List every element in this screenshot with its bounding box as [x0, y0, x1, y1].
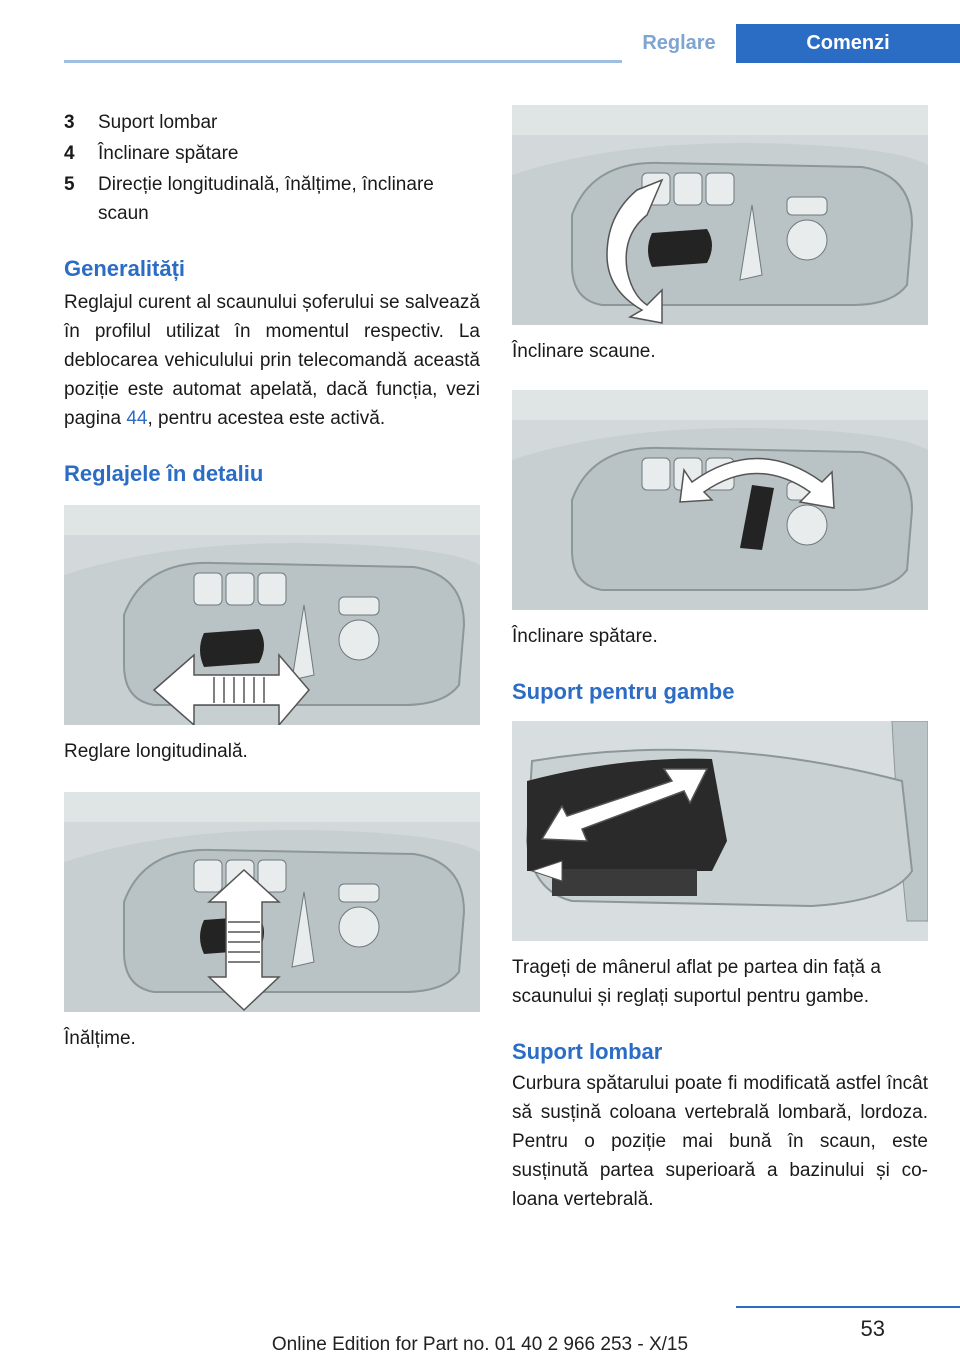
- figure-longitudinal-adjustment: [64, 505, 480, 725]
- paragraph-lombar: Curbura spătarului poate fi modificată a…: [512, 1073, 928, 1210]
- list-number: 3: [64, 112, 75, 133]
- list-text: Direcție longitudinală, înălțime, înclin…: [98, 174, 434, 224]
- caption-calf: Trageți de mânerul aflat pe partea din f…: [512, 957, 881, 1007]
- list-item: 4 Înclinare spătare: [64, 139, 480, 168]
- list-item: 5 Direcție longitudinală, înălțime, încl…: [64, 170, 480, 228]
- caption-backrest: Înclinare spătare.: [512, 626, 658, 647]
- header-rule: [64, 60, 960, 63]
- header-tab-chapter[interactable]: Comenzi: [736, 24, 960, 63]
- section-heading-gambe: Suport pentru gambe: [512, 679, 735, 704]
- section-heading-detaliu: Reglajele în detaliu: [64, 461, 264, 486]
- paragraph-text: , pentru acestea este ac­tivă.: [147, 408, 386, 429]
- paragraph-generalitati: Reglajul curent al scaunului șoferului s…: [64, 288, 480, 433]
- header-tab-section[interactable]: Reglare: [622, 24, 736, 63]
- page-link[interactable]: 44: [126, 408, 148, 429]
- list-text: Înclinare spătare: [98, 143, 239, 164]
- section-heading-generalitati: Generalități: [64, 256, 186, 281]
- caption-height: Înălțime.: [64, 1028, 136, 1049]
- list-item: 3 Suport lombar: [64, 108, 480, 137]
- caption-seat-tilt: Înclinare scaune.: [512, 341, 656, 362]
- list-number: 4: [64, 143, 75, 164]
- figure-height-adjustment: [64, 792, 480, 1012]
- page-number: 53: [860, 1316, 885, 1341]
- caption-longitudinal: Reglare longitudinală.: [64, 741, 248, 762]
- numbered-list: 3 Suport lombar 4 Înclinare spătare 5 Di…: [64, 108, 480, 228]
- figure-seat-tilt: [512, 105, 928, 325]
- section-heading-lombar: Suport lombar: [512, 1039, 663, 1064]
- left-column: 3 Suport lombar 4 Înclinare spătare 5 Di…: [64, 108, 480, 1053]
- figure-calf-support: [512, 721, 928, 941]
- list-number: 5: [64, 174, 75, 195]
- list-text: Suport lombar: [98, 112, 218, 133]
- right-column: Înclinare scaune. Înclinare spătare. Sup…: [512, 105, 928, 1214]
- figure-backrest-tilt: [512, 390, 928, 610]
- footer-edition: Online Edition for Part no. 01 40 2 966 …: [271, 1334, 689, 1355]
- footer-rule: [736, 1306, 960, 1308]
- paragraph-text: Reglajul curent al scaunului șoferului s…: [64, 292, 480, 429]
